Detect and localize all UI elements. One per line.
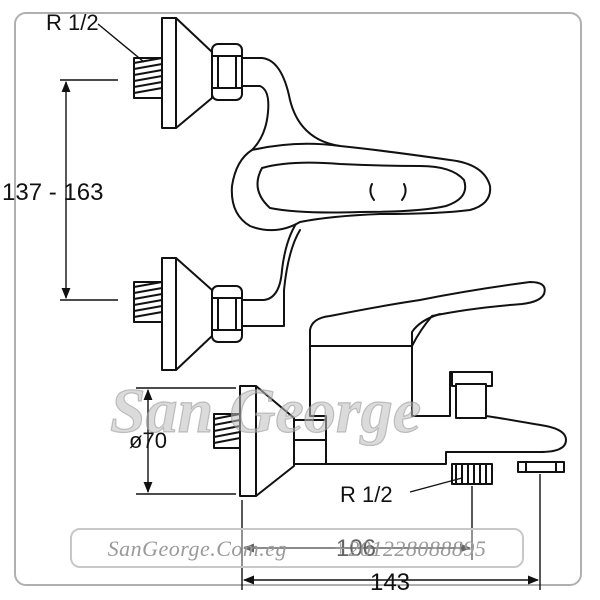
leader-thread-bottom	[409, 477, 463, 493]
lower-hex-nut	[211, 285, 243, 343]
upper-hex-nut	[211, 43, 243, 101]
label-depth-106: 106	[336, 535, 376, 562]
shower-outlet-thread	[451, 463, 493, 485]
label-depth-143: 143	[370, 569, 410, 596]
drawing-frame	[14, 12, 582, 586]
upper-inlet-thread	[133, 57, 163, 99]
lever-front-view	[256, 161, 467, 214]
lower-inlet-thread	[133, 281, 163, 323]
watermark-banner: SanGeorge.Com.eg +201228088895	[70, 528, 524, 568]
lower-escutcheon	[161, 257, 213, 371]
watermark-brand: San George	[110, 375, 421, 446]
leader-thread-top	[97, 23, 145, 63]
lever-handle-side	[309, 281, 546, 347]
label-thread-bottom: R 1/2	[340, 482, 393, 507]
upper-escutcheon	[161, 17, 213, 129]
watermark-contact: SanGeorge.Com.eg +201228088895	[72, 536, 522, 562]
side-inlet-thread	[213, 413, 241, 449]
watermark-phone: +201228088895	[333, 536, 487, 561]
spout-aerator	[517, 461, 565, 473]
label-diameter: ø70	[129, 428, 167, 453]
label-thread-top: R 1/2	[46, 10, 99, 35]
label-center-distance: 137 - 163	[2, 179, 103, 206]
watermark-url: SanGeorge.Com.eg	[107, 536, 288, 561]
